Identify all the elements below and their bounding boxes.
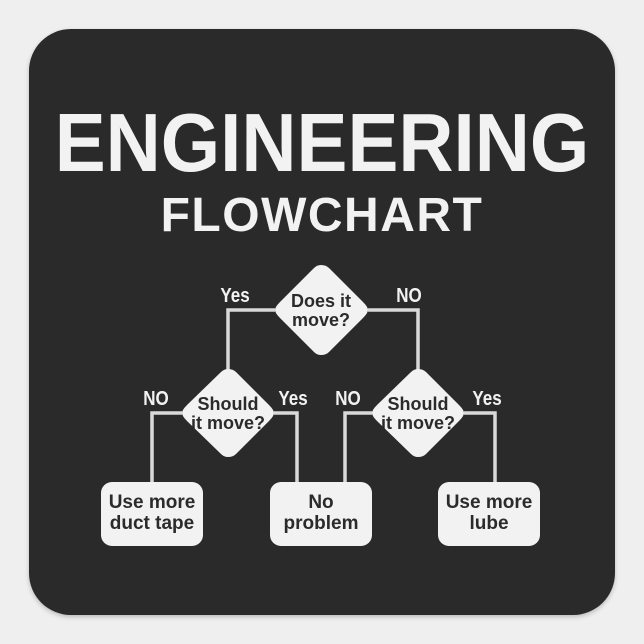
node-does-it-move[interactable]: [275, 265, 368, 355]
connector-no-right-noproblem: [343, 411, 372, 483]
flowchart-graphic: [101, 265, 540, 546]
node-use-more-lube[interactable]: [438, 482, 540, 546]
connector-yes-top-left: [226, 308, 275, 370]
node-should-it-move-right[interactable]: [372, 369, 464, 457]
node-should-it-move-left[interactable]: [182, 369, 274, 457]
sticker-body: ENGINEERING FLOWCHART: [29, 29, 615, 615]
connector-yes-right-lube: [464, 411, 497, 483]
flowchart-connectors: [150, 308, 497, 483]
flowchart-nodes: [101, 265, 540, 546]
connector-no-top-right: [368, 308, 420, 370]
page-title: ENGINEERING: [54, 96, 590, 189]
connector-no-left-ducttape: [150, 411, 182, 483]
page-subtitle: FLOWCHART: [160, 189, 484, 242]
connector-yes-left-noproblem: [274, 411, 299, 483]
node-use-more-duct-tape[interactable]: [101, 482, 203, 546]
node-no-problem[interactable]: [270, 482, 372, 546]
